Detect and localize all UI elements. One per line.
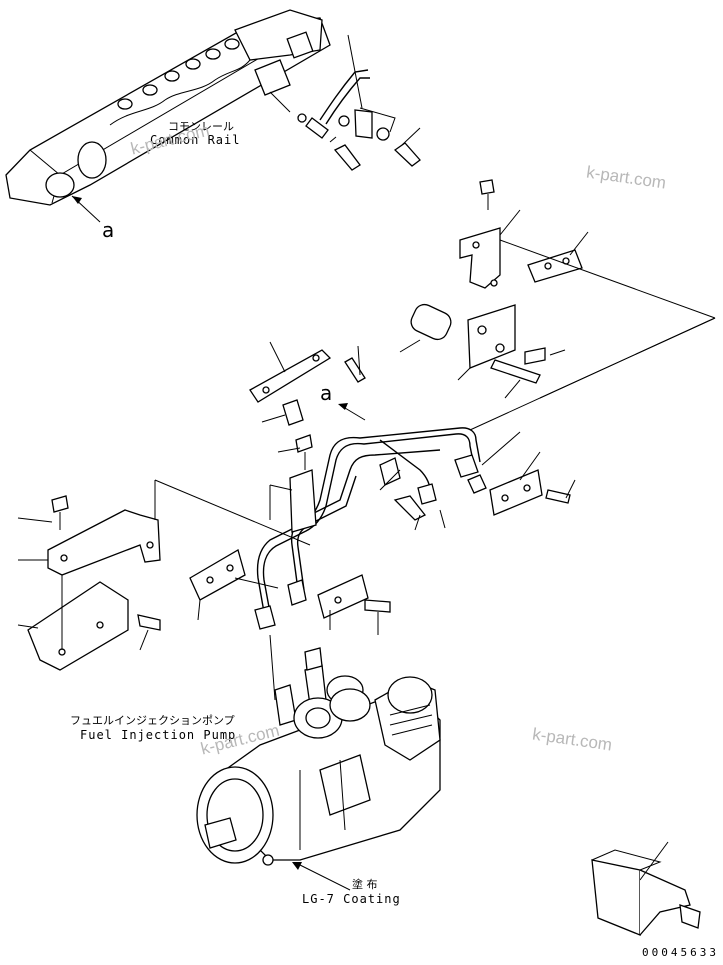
rail-pipe-top	[305, 34, 421, 171]
fuel-injection-pump	[196, 634, 441, 891]
ref-label-a-center: a	[320, 381, 334, 405]
clamp-upper	[249, 341, 366, 470]
coating-label-en: LG-7 Coating	[302, 892, 401, 906]
fuel-pump-label-en: Fuel Injection Pump	[80, 728, 237, 742]
ref-label-a-top: a	[102, 218, 116, 242]
tool-detail	[591, 841, 701, 936]
fuel-pump-label-jp: フュエルインジェクションポンプ	[70, 714, 235, 727]
fuel-pipe-bundle	[254, 427, 521, 630]
common-rail-label-jp: コモンレール	[168, 120, 234, 133]
clamp-right	[489, 451, 576, 516]
ref-arrow-a-top	[71, 195, 101, 223]
clamp-lower	[189, 549, 391, 635]
coating-label-jp: 塗 布	[352, 878, 378, 891]
bracket-mid-right	[399, 303, 716, 431]
common-rail	[5, 9, 331, 206]
bracket-left	[17, 479, 311, 671]
drawing-code: 00045633	[642, 946, 719, 959]
common-rail-label-en: Common Rail	[150, 133, 241, 147]
bracket-upper-right	[459, 179, 716, 319]
ref-arrow-a-center	[338, 403, 366, 421]
